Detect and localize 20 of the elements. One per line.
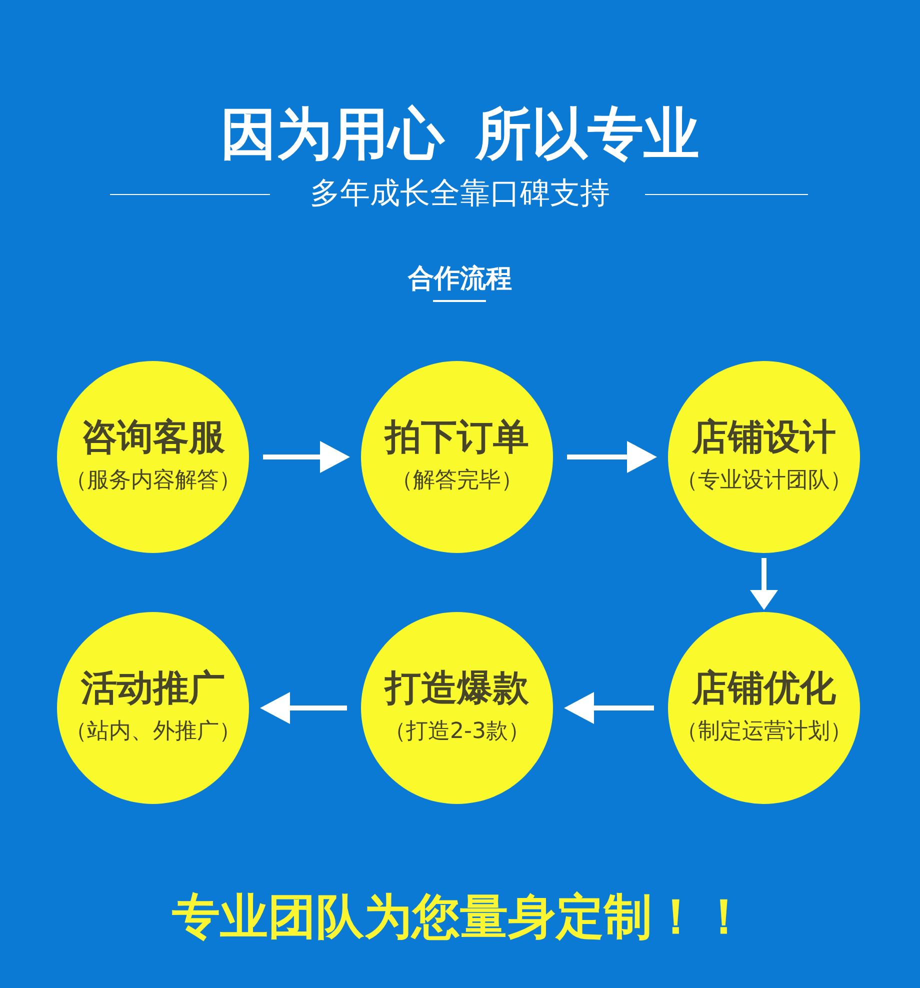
arrow	[750, 558, 778, 610]
step-title: 活动推广	[81, 671, 225, 707]
arrow	[564, 692, 654, 724]
step-note: （解答完毕）	[391, 470, 523, 492]
step-title: 店铺设计	[692, 420, 836, 456]
step-title: 拍下订单	[385, 420, 529, 456]
step-note: （专业设计团队）	[676, 470, 852, 492]
step-title: 打造爆款	[385, 671, 529, 707]
step-note: （站内、外推广）	[65, 721, 241, 743]
step-title: 店铺优化	[692, 671, 836, 707]
step-note: （打造2-3款）	[384, 721, 530, 743]
arrow	[567, 441, 657, 473]
tagline: 专业团队为您量身定制！！	[172, 893, 748, 941]
section-heading: 合作流程	[408, 266, 512, 292]
arrow	[263, 441, 350, 473]
step-note: （服务内容解答）	[65, 470, 241, 492]
step-note: （制定运营计划）	[676, 721, 852, 743]
arrow	[260, 692, 347, 724]
subtitle: 多年成长全靠口碑支持	[310, 179, 610, 209]
step-title: 咨询客服	[81, 420, 225, 456]
